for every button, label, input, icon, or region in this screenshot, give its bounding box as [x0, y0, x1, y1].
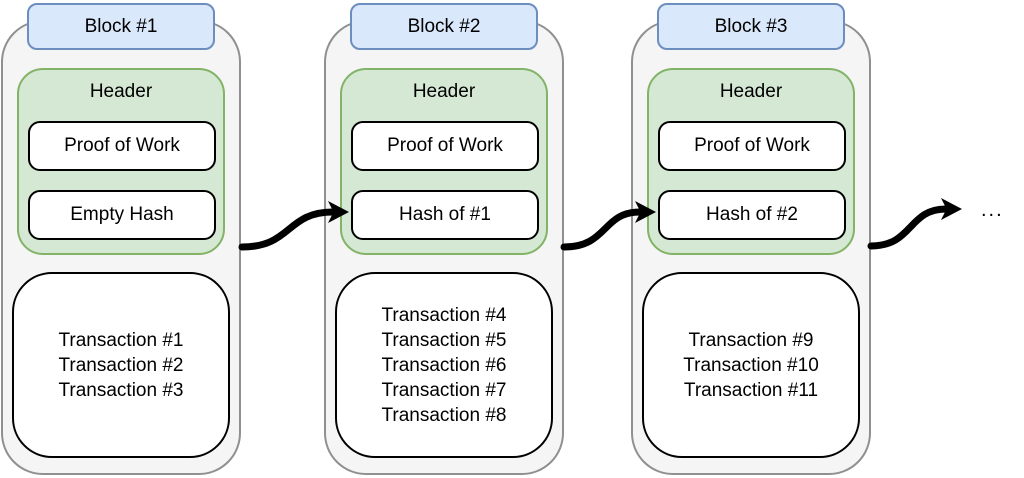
block-3-proof-of-work-box: Proof of Work	[658, 121, 846, 171]
block-3-title-tab: Block #3	[657, 3, 845, 50]
block-1-hash-box: Empty Hash	[28, 190, 216, 240]
transaction-item: Transaction #11	[683, 379, 819, 401]
block-2-header-group: Header Proof of Work Hash of #1	[340, 68, 548, 255]
block-2-proof-of-work-label: Proof of Work	[387, 135, 503, 156]
transaction-item: Transaction #1	[58, 329, 184, 351]
block-3-proof-of-work-label: Proof of Work	[694, 135, 810, 156]
block-1-transactions-box: Transaction #1 Transaction #2 Transactio…	[12, 272, 230, 458]
block-3-hash-label: Hash of #2	[706, 204, 798, 225]
transaction-item: Transaction #7	[381, 379, 507, 401]
block-2-hash-box: Hash of #1	[351, 190, 539, 240]
block-3-header-group: Header Proof of Work Hash of #2	[647, 68, 855, 255]
transaction-item: Transaction #2	[58, 354, 184, 376]
block-3-transactions-box: Transaction #9 Transaction #10 Transacti…	[642, 272, 860, 458]
block-3-hash-box: Hash of #2	[658, 190, 846, 240]
block-2-title-tab: Block #2	[350, 3, 538, 50]
block-1-header-label: Header	[89, 81, 153, 102]
block-3: Block #3 Header Proof of Work Hash of #2…	[631, 0, 871, 478]
chain-continuation-ellipsis: ...	[981, 199, 1004, 221]
transaction-item: Transaction #5	[381, 329, 507, 351]
transaction-item: Transaction #9	[688, 329, 814, 351]
transaction-item: Transaction #4	[381, 304, 507, 326]
block-1-hash-label: Empty Hash	[70, 204, 174, 225]
block-1: Block #1 Header Proof of Work Empty Hash…	[1, 0, 241, 478]
block-2-transactions-box: Transaction #4 Transaction #5 Transactio…	[335, 272, 553, 458]
block-2-proof-of-work-box: Proof of Work	[351, 121, 539, 171]
block-3-header-label: Header	[719, 81, 783, 102]
transaction-item: Transaction #3	[58, 379, 184, 401]
chain-arrow-3	[867, 198, 962, 250]
block-1-proof-of-work-label: Proof of Work	[64, 135, 180, 156]
block-2: Block #2 Header Proof of Work Hash of #1…	[324, 0, 564, 478]
block-1-header-group: Header Proof of Work Empty Hash	[17, 68, 225, 255]
block-1-title-tab: Block #1	[27, 3, 215, 50]
transaction-item: Transaction #6	[381, 354, 507, 376]
block-2-header-label: Header	[412, 81, 476, 102]
block-1-proof-of-work-box: Proof of Work	[28, 121, 216, 171]
block-2-title: Block #2	[407, 15, 481, 37]
block-1-title: Block #1	[84, 15, 158, 37]
block-3-title: Block #3	[714, 15, 788, 37]
block-2-hash-label: Hash of #1	[399, 204, 491, 225]
transaction-item: Transaction #10	[683, 354, 819, 376]
transaction-item: Transaction #8	[381, 404, 507, 426]
